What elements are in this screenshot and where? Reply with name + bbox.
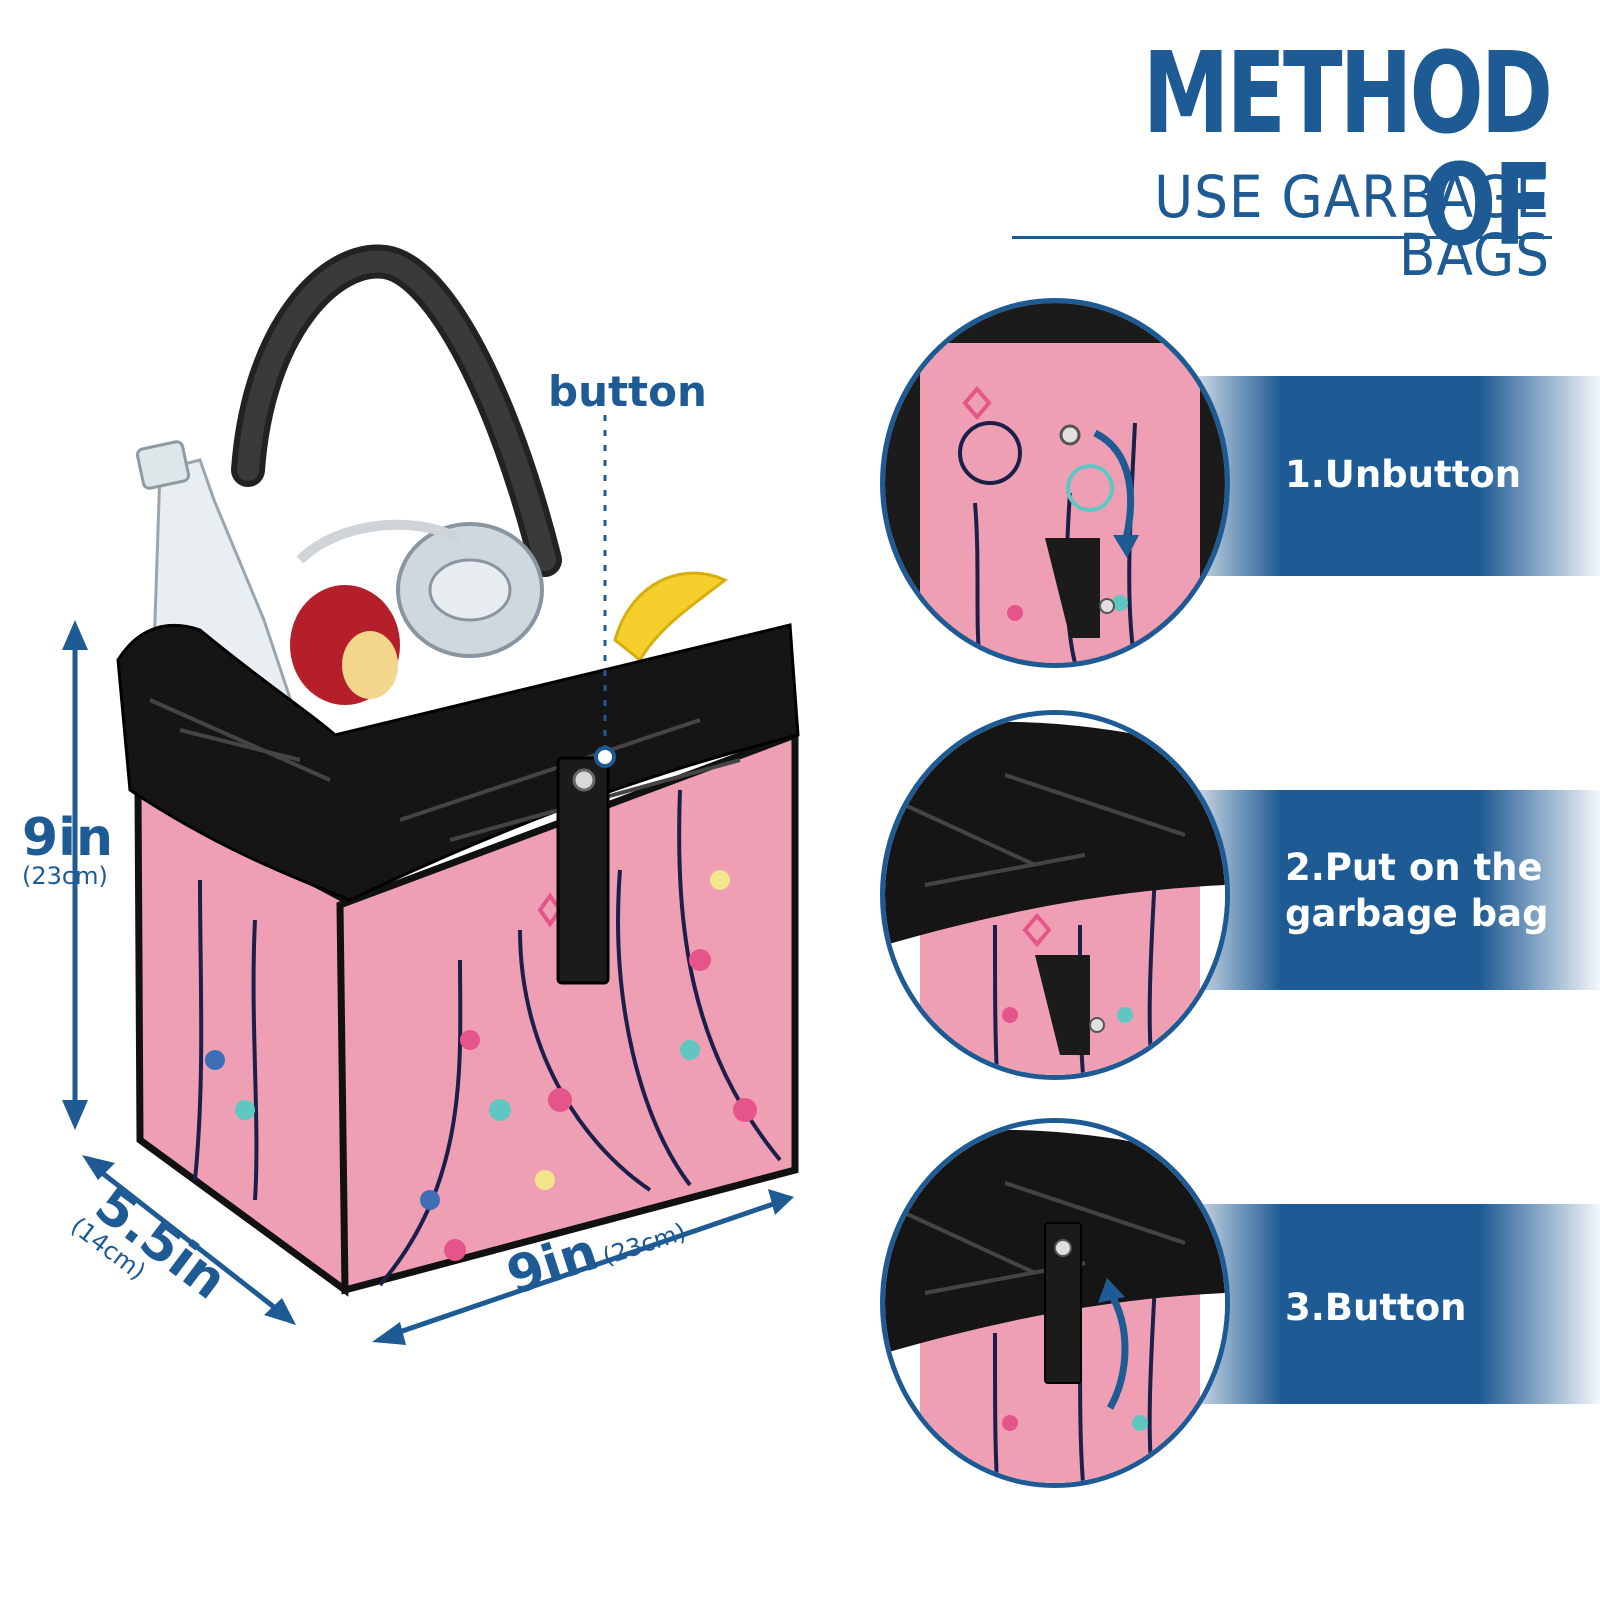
step-2-label: 2.Put on the garbage bag xyxy=(1285,846,1549,936)
callout-dot xyxy=(594,746,616,768)
step-1-image xyxy=(880,298,1230,668)
step-2-image xyxy=(880,710,1230,1080)
down-arrow-icon xyxy=(1093,429,1135,544)
step-band-2 xyxy=(1170,790,1600,990)
title-sub: USE GARBAGE BAGS xyxy=(1154,163,1550,289)
dimension-arrows xyxy=(62,620,794,1345)
step-band-3 xyxy=(1170,1204,1600,1404)
height-value: 9in xyxy=(22,808,114,868)
height-metric: (23cm) xyxy=(22,862,108,890)
step-band-1 xyxy=(1170,376,1600,576)
button-callout-label: button xyxy=(548,367,707,416)
height-dimension: 9in (23cm) xyxy=(22,808,113,890)
product-illustration xyxy=(62,244,800,1345)
garbage-bag-liner xyxy=(116,623,800,902)
step-1-label: 1.Unbutton xyxy=(1285,453,1522,496)
step-3-image xyxy=(880,1118,1230,1488)
up-arrow-icon xyxy=(1106,1291,1129,1410)
front-strap xyxy=(556,756,610,985)
heart-pattern xyxy=(205,870,757,1261)
step-3-label: 3.Button xyxy=(1285,1286,1467,1329)
title-main: METHOD OF xyxy=(1142,29,1553,271)
title-underline xyxy=(1012,236,1552,239)
snap-button-icon xyxy=(572,768,596,792)
